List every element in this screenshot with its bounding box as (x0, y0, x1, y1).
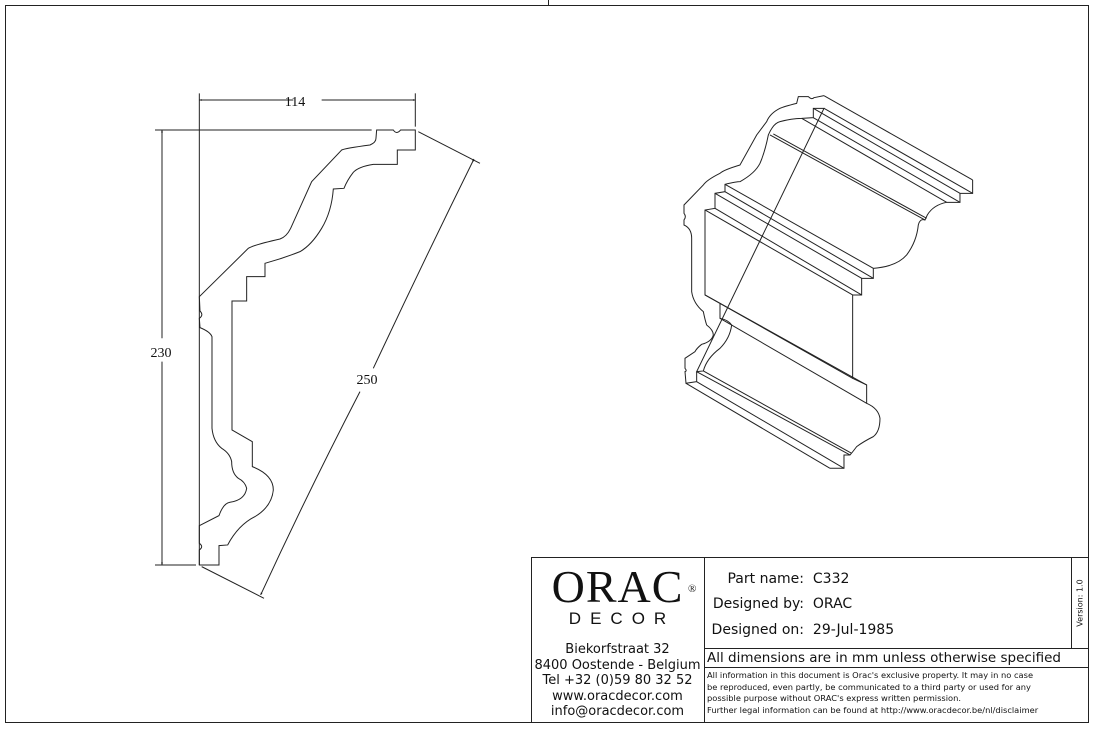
legal-notice: All information in this document is Orac… (707, 670, 1038, 716)
company-address: Biekorfstraat 32 8400 Oostende - Belgium… (531, 642, 704, 720)
address-email: info@oracdecor.com (550, 704, 685, 719)
designed-by-field: Designed by: ORAC (706, 596, 852, 612)
title-block-rule (704, 648, 1089, 649)
version-text: Version: 1.0 (1075, 578, 1084, 627)
address-street: Biekorfstraat 32 (565, 642, 670, 657)
designed-by-label: Designed by: (712, 596, 804, 612)
part-name-field: Part name: C332 (706, 571, 849, 587)
designed-on-label: Designed on: (711, 622, 804, 638)
logo-name: ORAC (551, 561, 684, 612)
units-note: All dimensions are in mm unless otherwis… (707, 650, 1061, 666)
address-phone: Tel +32 (0)59 80 32 52 (542, 673, 693, 688)
version-cell (1071, 557, 1072, 649)
address-city: 8400 Oostende - Belgium (534, 657, 701, 673)
isometric-view (684, 96, 973, 469)
designed-on-value: 29-Jul-1985 (812, 622, 895, 638)
dimension-width-label: 114 (285, 95, 305, 110)
title-block (531, 557, 1089, 723)
dimension-diagonal-label: 250 (357, 373, 378, 388)
profile-section-view (155, 93, 480, 598)
logo-sub: DECOR (568, 609, 676, 628)
address-website: www.oracdecor.com (552, 688, 683, 704)
legal-line: possible purpose without ORAC's express … (707, 693, 962, 703)
dimension-height-label: 230 (151, 346, 172, 361)
registered-mark: ® (688, 583, 698, 595)
designed-on-field: Designed on: 29-Jul-1985 (706, 622, 895, 638)
legal-line: Further legal information can be found a… (707, 704, 1039, 715)
title-block-rule (704, 667, 1089, 668)
part-name-label: Part name: (727, 571, 804, 587)
designed-by-value: ORAC (812, 596, 853, 612)
legal-line: be reproduced, even partly, be communica… (707, 681, 1031, 692)
legal-line: All information in this document is Orac… (707, 670, 1034, 680)
version-label: Version: 1.0 (1071, 557, 1088, 648)
part-name-value: C332 (812, 571, 850, 587)
orac-decor-logo: ORAC ® DECOR (531, 557, 704, 629)
title-block-divider (704, 557, 705, 723)
